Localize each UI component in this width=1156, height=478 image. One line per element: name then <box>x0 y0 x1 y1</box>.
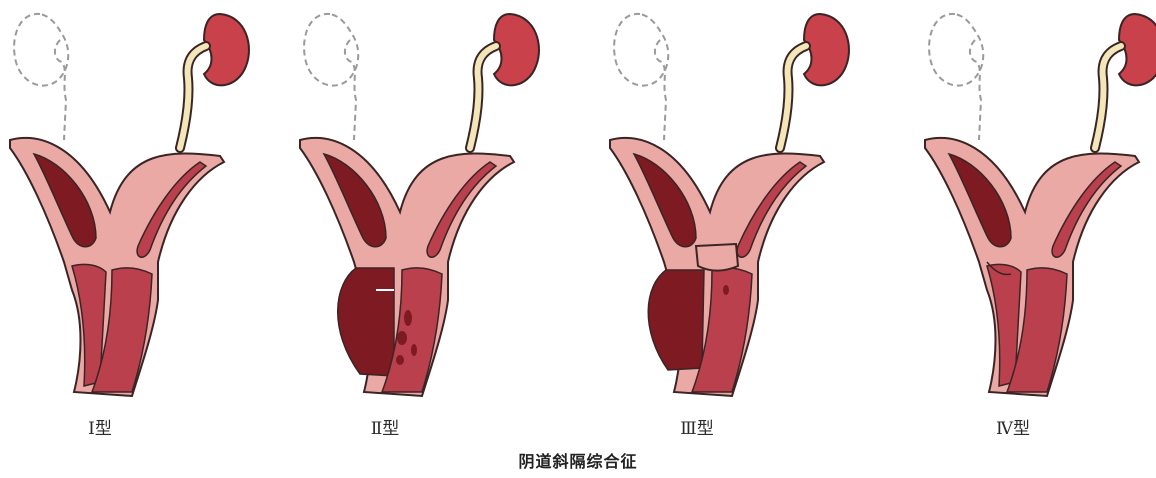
cervical-fistula-hole <box>723 285 729 295</box>
panel-type-1 <box>10 14 249 396</box>
right-kidney <box>804 14 849 85</box>
cervical-fistula-channel <box>696 244 738 271</box>
absent-kidney-outline <box>304 14 358 86</box>
septum-fistula-hole <box>411 344 417 356</box>
absent-ureter-outline <box>970 40 981 140</box>
panel-label-type-3: Ⅲ型 <box>657 414 737 439</box>
panel-type-4 <box>925 14 1156 396</box>
panel-label-type-4: Ⅳ型 <box>973 414 1053 439</box>
panel-type-2 <box>300 14 539 396</box>
left-obstructed-hemivagina <box>338 268 394 376</box>
absent-ureter-outline <box>655 40 666 140</box>
panel-label-type-2: Ⅱ型 <box>345 414 425 439</box>
septum-fistula-hole <box>396 355 404 365</box>
right-kidney <box>204 14 249 85</box>
figure-caption: 阴道斜隔综合征 <box>0 448 1156 472</box>
septum-fistula-hole <box>404 310 412 326</box>
right-kidney <box>494 14 539 85</box>
septum-fistula-hole <box>397 331 407 345</box>
panel-label-type-1: Ⅰ型 <box>60 414 140 439</box>
absent-kidney-outline <box>14 14 68 86</box>
absent-kidney-outline <box>614 14 668 86</box>
absent-kidney-outline <box>929 14 983 86</box>
panel-type-3 <box>610 14 849 396</box>
absent-ureter-outline <box>345 40 356 140</box>
absent-ureter-outline <box>55 40 66 140</box>
right-kidney <box>1119 14 1156 85</box>
left-obstructed-hemivagina <box>648 270 704 370</box>
